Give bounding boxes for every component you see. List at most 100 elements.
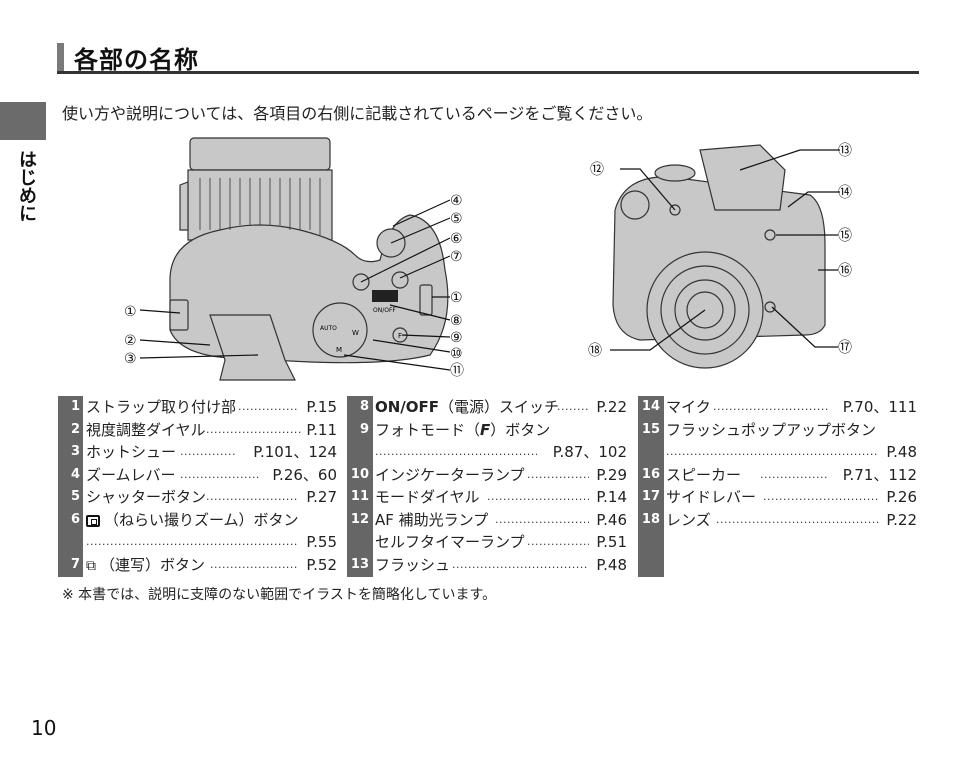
part-number: 9: [359, 421, 369, 437]
callout-4: ④: [450, 193, 463, 209]
part-number: 17: [641, 489, 660, 504]
part-name: フォトモード（: [375, 420, 481, 439]
callout-2: ②: [124, 333, 137, 349]
part-page: P.29: [596, 465, 627, 484]
part-name: マイク: [666, 398, 711, 416]
part-name-bold: ON/OFF: [375, 398, 440, 416]
part-name: ホットシュー: [86, 443, 177, 461]
f-button-marking: F: [398, 332, 402, 340]
part-row: 17 サイドレバー ..............................…: [638, 486, 917, 509]
part-row: 10 インジケーターランプ ..........................…: [347, 464, 627, 487]
part-page: P.48: [886, 443, 917, 461]
part-page: P.52: [306, 555, 337, 574]
part-name: レンズ: [666, 510, 711, 529]
part-name: セルフタイマーランプ: [375, 533, 525, 551]
number-column: [58, 396, 83, 577]
part-row-continuation: ........................................…: [666, 443, 917, 461]
part-page: P.87、102: [552, 443, 627, 461]
callout-8: ⑧: [450, 313, 463, 329]
part-number: 4: [70, 466, 80, 482]
part-row: 9 フォトモード（F）ボタン: [347, 419, 627, 442]
number-column: [638, 396, 664, 577]
part-name: インジケーターランプ: [375, 465, 525, 484]
part-page: P.22: [886, 510, 917, 529]
photo-mode-f-icon: F: [480, 420, 491, 439]
part-name: 視度調整ダイヤル: [86, 420, 206, 439]
part-number: 2: [70, 421, 80, 437]
part-row: 6 （ねらい撮りズーム）ボタン: [58, 509, 337, 532]
part-row: 2 視度調整ダイヤル .............................…: [58, 419, 337, 442]
part-name: ストラップ取り付け部: [86, 398, 237, 416]
camera-top-view-illustration: ON/OFF F AUTO W M ④ ⑤ ⑥ ⑦ ① ⑧ ⑨ ⑩ ⑪ ① ② …: [124, 137, 464, 381]
callout-6: ⑥: [450, 231, 463, 247]
heading-accent-bar: [57, 43, 64, 72]
page-title: 各部の名称: [74, 46, 199, 74]
callout-18: ⑱: [588, 343, 602, 359]
part-page: P.27: [306, 488, 337, 506]
part-number: 18: [641, 511, 660, 527]
part-row: 16 スピーカー .......................... P.71…: [638, 464, 917, 487]
part-page: P.11: [306, 420, 337, 439]
part-name: フラッシュ: [375, 555, 451, 574]
part-row: 5 シャッターボタン .............................…: [58, 486, 337, 509]
part-name: シャッターボタン: [86, 488, 207, 506]
part-row: 1 ストラップ取り付け部 ...........................…: [58, 396, 337, 419]
dial-m-marking: M: [336, 346, 342, 354]
part-name: スピーカー: [666, 465, 742, 484]
part-number: 3: [70, 444, 80, 459]
part-row-continuation: ........................................…: [86, 533, 337, 551]
chapter-label: はじめに: [16, 150, 37, 222]
part-name-suffix: ）ボタン: [490, 420, 551, 439]
part-number: 10: [350, 466, 369, 482]
part-page: P.26: [886, 488, 917, 506]
footnote: ※ 本書では、説明に支障のない範囲でイラストを簡略化しています。: [62, 587, 497, 603]
part-row: 3 ホットシュー ........................ P.101、…: [58, 441, 337, 464]
callout-7: ⑦: [450, 249, 463, 265]
part-page: P.46: [596, 510, 627, 529]
on-off-marking: ON/OFF: [373, 307, 396, 314]
callout-17: ⑰: [838, 340, 852, 356]
page-number: 10: [31, 716, 57, 740]
dial-w-marking: W: [352, 329, 359, 337]
callout-9: ⑨: [450, 330, 463, 346]
part-row: 18 レンズ .................................…: [638, 509, 917, 532]
part-name-wrap: ⧉（連写）ボタン: [86, 554, 205, 577]
part-row: 8 ON/OFF（電源）スイッチ .............. P.22: [347, 396, 627, 419]
callout-3: ③: [124, 351, 137, 367]
part-name-wrap: （ねらい撮りズーム）ボタン: [86, 509, 299, 531]
part-page: P.26、60: [272, 465, 337, 484]
part-row: 7 ⧉（連写）ボタン .............................…: [58, 554, 337, 577]
part-page: P.71、112: [842, 465, 917, 484]
callout-1-left: ①: [124, 304, 137, 320]
part-page: P.51: [596, 533, 627, 551]
part-page: P.48: [596, 555, 627, 574]
part-row: 12 AF 補助光ランプ ...........................…: [347, 509, 627, 532]
part-name: AF 補助光ランプ: [375, 510, 489, 529]
callout-16: ⑯: [838, 263, 852, 279]
callout-11: ⑪: [450, 363, 464, 379]
part-name: サイドレバー: [666, 488, 757, 506]
part-page: P.101、124: [253, 443, 337, 461]
part-number: 15: [641, 421, 660, 437]
callout-14: ⑭: [838, 185, 852, 201]
part-name: モードダイヤル: [375, 488, 480, 506]
part-name: フラッシュポップアップボタン: [666, 420, 877, 439]
heading-divider: [57, 71, 919, 74]
camera-front-view-illustration: ⑫ ⑬ ⑭ ⑮ ⑯ ⑰ ⑱: [588, 143, 852, 369]
part-page: P.15: [306, 398, 337, 416]
part-page: P.55: [306, 533, 337, 551]
callout-12: ⑫: [590, 162, 604, 178]
part-row: 11 モードダイヤル .............................…: [347, 486, 627, 509]
part-name: （連写）ボタン: [100, 555, 206, 574]
callout-15: ⑮: [838, 228, 852, 244]
intro-text: 使い方や説明については、各項目の右側に記載されているページをご覧ください。: [62, 104, 653, 123]
part-name: （電源）スイッチ: [439, 398, 560, 416]
part-row: 14 マイク .................................…: [638, 396, 917, 419]
part-row: 4 ズームレバー .............................. …: [58, 464, 337, 487]
chapter-tab: [0, 102, 46, 140]
part-row: 13 フラッシュ ...............................…: [347, 554, 627, 577]
part-name: ズームレバー: [86, 465, 176, 484]
tracking-zoom-icon: [86, 514, 100, 527]
part-number: 14: [641, 399, 660, 414]
part-number: 11: [350, 489, 369, 504]
